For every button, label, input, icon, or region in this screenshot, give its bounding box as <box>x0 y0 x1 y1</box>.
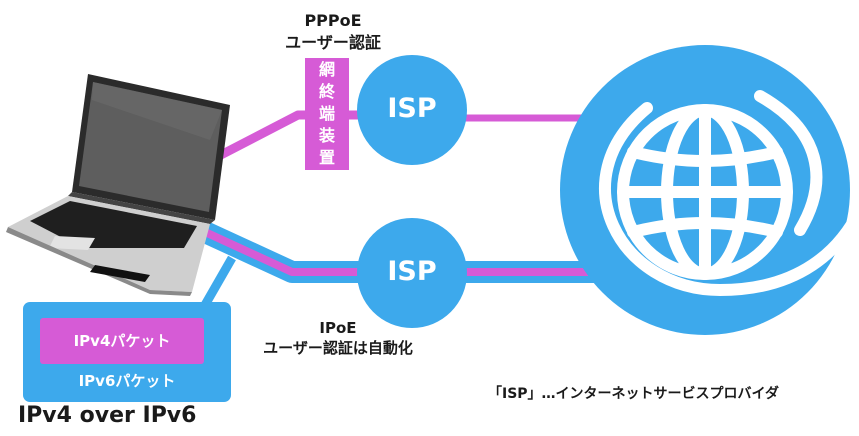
ipv6-packet-label: IPv6パケット <box>78 372 176 390</box>
isp-top-label: ISP <box>387 93 437 124</box>
isp-bottom-label: ISP <box>387 256 437 287</box>
ipoe-label-line1: IPoE <box>319 319 357 337</box>
ipoe-label: IPoE ユーザー認証は自動化 <box>228 318 448 358</box>
isp-top-circle <box>357 55 467 165</box>
diagram-caption: IPv4 over IPv6 <box>18 403 197 428</box>
network-terminal-device: 網 終 端 装 置 <box>305 58 349 170</box>
network-terminal-char: 装 <box>318 126 335 145</box>
pppoe-label-line2: ユーザー認証 <box>285 33 381 52</box>
isp-footnote: 「ISP」…インターネットサービスプロバイダ <box>488 386 779 402</box>
pppoe-label-line1: PPPoE <box>304 11 362 30</box>
isp-bottom-circle <box>357 218 467 328</box>
pppoe-label: PPPoE ユーザー認証 <box>268 10 398 54</box>
network-terminal-char: 終 <box>318 82 335 101</box>
laptop-icon <box>6 74 230 296</box>
ipv4-packet-box: IPv4パケット <box>40 318 204 364</box>
ipoe-label-line2: ユーザー認証は自動化 <box>263 339 413 357</box>
network-terminal-char: 端 <box>318 104 335 123</box>
globe-icon <box>560 45 859 335</box>
network-terminal-char: 置 <box>318 148 335 167</box>
ipoe-tunnel <box>200 222 600 308</box>
network-terminal-char: 網 <box>318 60 335 79</box>
